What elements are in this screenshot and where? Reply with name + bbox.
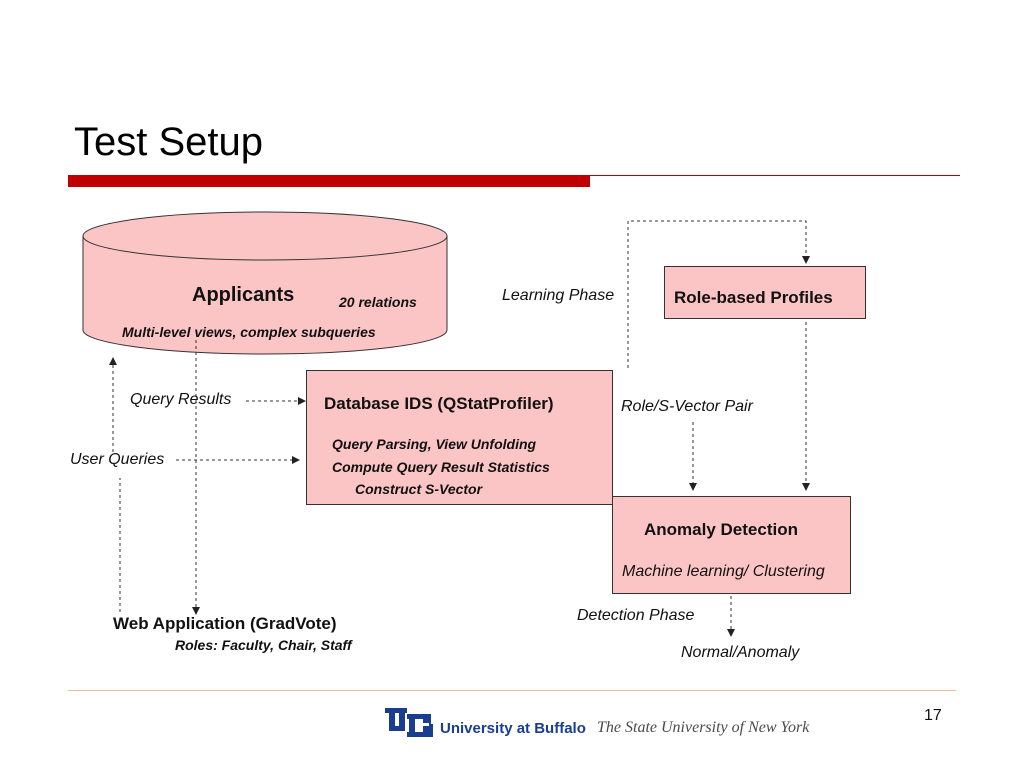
title-accent-bar [68, 175, 590, 187]
arrow-learning-phase [627, 220, 810, 368]
database-relations: 20 relations [339, 294, 417, 310]
ids-line-1: Query Parsing, View Unfolding [332, 436, 537, 452]
ids-line-3: Construct S-Vector [355, 481, 483, 497]
footer-rule [68, 690, 956, 691]
web-app-roles: Roles: Faculty, Chair, Staff [175, 637, 352, 653]
ids-line-2: Compute Query Result Statistics [332, 459, 550, 475]
web-app-title: Web Application (GradVote) [113, 614, 337, 633]
slide-title: Test Setup [74, 120, 264, 164]
title-rule-line [590, 175, 960, 176]
label-normal-anomaly: Normal/Anomaly [681, 644, 800, 661]
ub-logo-letters: UB [387, 736, 389, 738]
ub-logo-icon: UB [385, 708, 433, 738]
label-learning-phase: Learning Phase [502, 287, 615, 305]
database-subtitle: Multi-level views, complex subqueries [122, 324, 376, 340]
database-title: Applicants [192, 284, 295, 306]
profiles-box: Role-based Profiles [664, 266, 866, 319]
footer-system: The State University of New York [597, 719, 810, 736]
anomaly-title: Anomaly Detection [644, 520, 798, 539]
anomaly-subtitle: Machine learning/ Clustering [622, 563, 825, 580]
ids-box: Database IDS (QStatProfiler) Query Parsi… [306, 370, 613, 505]
profiles-title: Role-based Profiles [674, 288, 833, 307]
label-query-results: Query Results [130, 391, 232, 408]
page-number: 17 [924, 707, 942, 724]
anomaly-box: Anomaly Detection Machine learning/ Clus… [612, 496, 851, 594]
label-detection-phase: Detection Phase [577, 607, 695, 624]
label-user-queries: User Queries [70, 451, 165, 468]
label-role-svector-pair: Role/S-Vector Pair [621, 398, 753, 416]
database-cylinder [82, 211, 448, 355]
ids-title: Database IDS (QStatProfiler) [324, 394, 554, 413]
footer-university: University at Buffalo [440, 720, 586, 737]
